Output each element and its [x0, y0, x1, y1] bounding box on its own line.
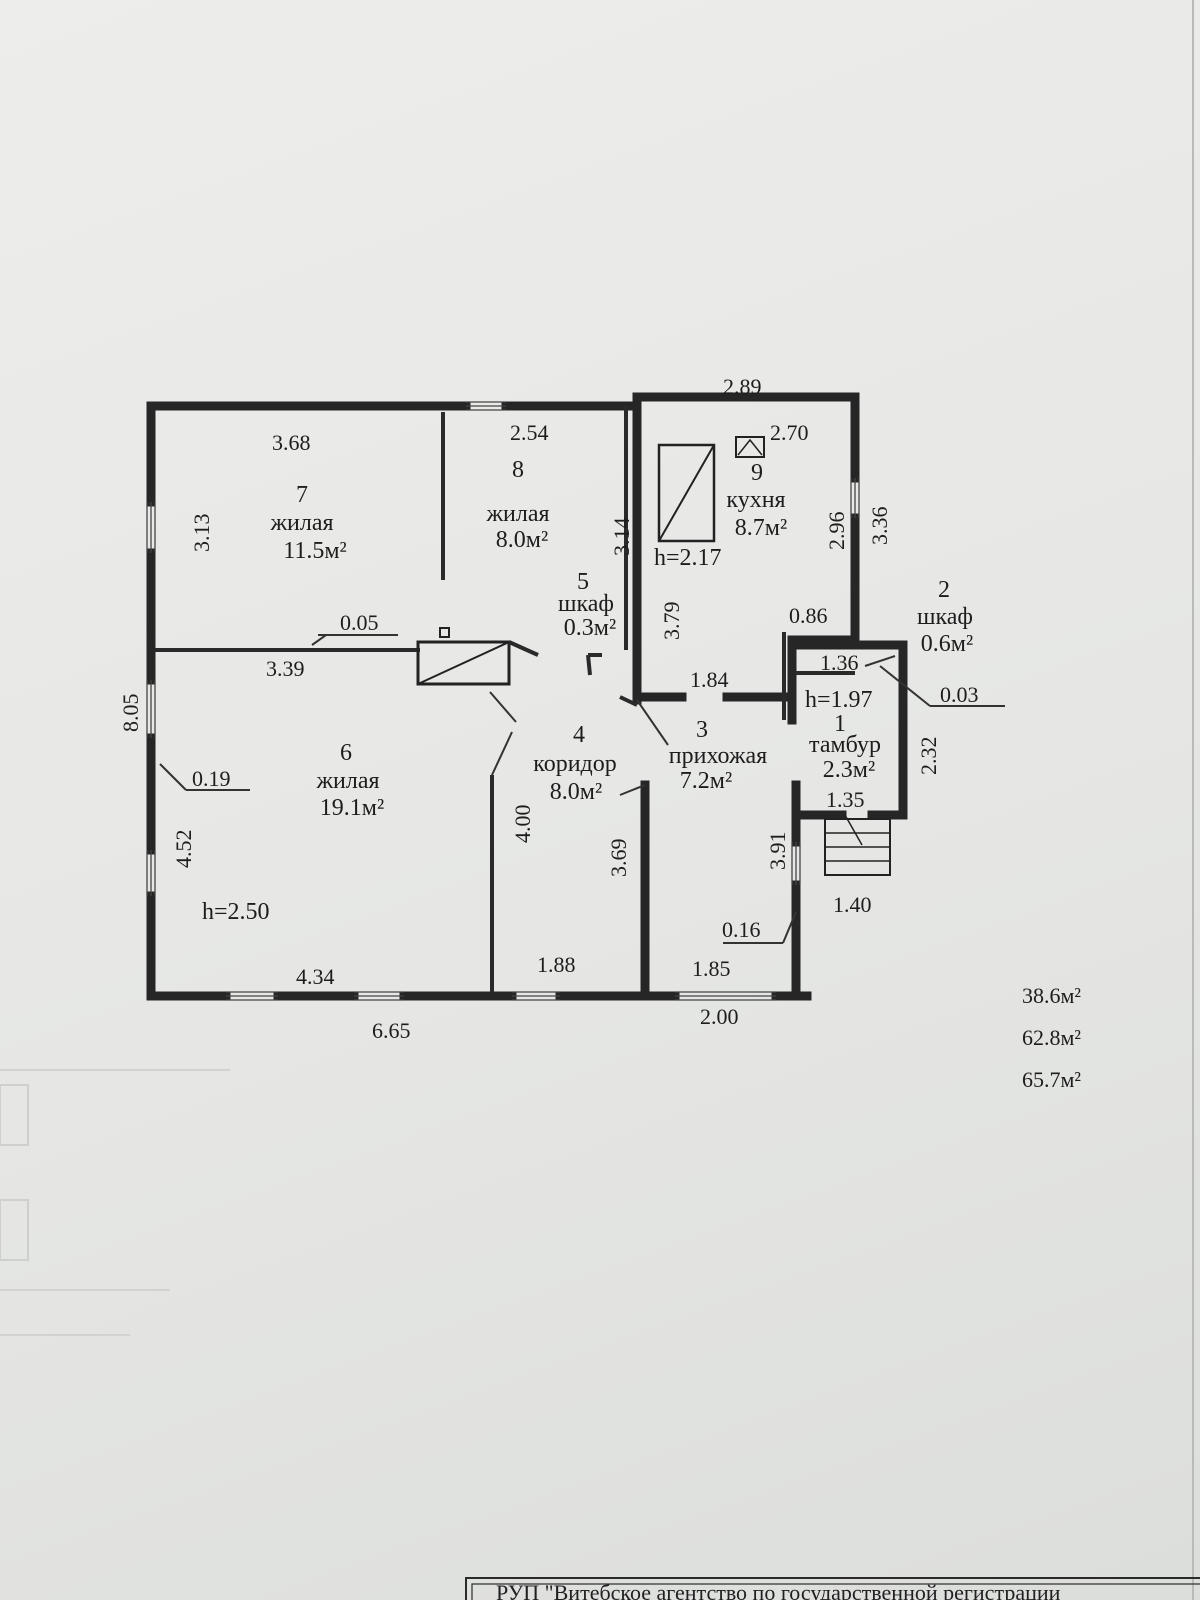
- room-6-name: жилая: [315, 768, 379, 794]
- height-kitchen: h=2.17: [654, 545, 722, 571]
- room-7: 7 жилая 11.5м²: [269, 482, 346, 564]
- room-1-name: тамбур: [809, 732, 881, 758]
- room-3-name: прихожая: [669, 743, 767, 769]
- dim-3-91: 3.91: [765, 832, 790, 871]
- room-1: 1 тамбур 2.3м²: [809, 711, 881, 783]
- room-4-number: 4: [573, 722, 585, 748]
- dim-1-84: 1.84: [690, 667, 729, 692]
- dim-3-13: 3.13: [189, 514, 214, 553]
- agency-stamp-box: РУП "Витебское агентство по государствен…: [465, 1577, 1200, 1600]
- room-6-number: 6: [340, 740, 352, 766]
- area-totals: 38.6м² 62.8м² 65.7м²: [1022, 983, 1081, 1092]
- room-5: 5 шкаф 0.3м²: [558, 569, 616, 641]
- dim-8-05: 8.05: [118, 694, 143, 733]
- dim-3-36: 3.36: [867, 507, 892, 546]
- dim-6-65: 6.65: [372, 1018, 411, 1043]
- total-living-area: 38.6м²: [1022, 983, 1081, 1008]
- dim-1-40: 1.40: [833, 892, 872, 917]
- dim-3-39: 3.39: [266, 656, 305, 681]
- room-2-name: шкаф: [917, 604, 973, 630]
- dim-1-36: 1.36: [820, 650, 859, 675]
- room-9-number: 9: [751, 460, 763, 486]
- room-7-area: 11.5м²: [283, 538, 347, 564]
- dim-2-89: 2.89: [723, 374, 762, 399]
- room-5-area: 0.3м²: [564, 615, 616, 641]
- room-4-name: коридор: [533, 751, 617, 777]
- dim-2-00: 2.00: [700, 1004, 739, 1029]
- windows: [146, 401, 860, 1001]
- dimension-labels: 2.89 3.68 2.54 2.70 3.13 3.14 2.96 3.36 …: [118, 374, 979, 1043]
- dim-0-05: 0.05: [340, 610, 379, 635]
- total-general-area: 62.8м²: [1022, 1025, 1081, 1050]
- room-7-name: жилая: [269, 510, 333, 536]
- room-9-area: 8.7м²: [735, 515, 787, 541]
- room-8-area: 8.0м²: [496, 527, 548, 553]
- dim-3-68: 3.68: [272, 430, 311, 455]
- dim-4-34: 4.34: [296, 964, 335, 989]
- room-4-area: 8.0м²: [550, 779, 602, 805]
- room-7-number: 7: [296, 482, 308, 508]
- dim-4-52: 4.52: [171, 830, 196, 869]
- dim-2-32: 2.32: [916, 737, 941, 776]
- dim-3-79: 3.79: [659, 602, 684, 641]
- dim-2-96: 2.96: [824, 512, 849, 551]
- room-1-number: 1: [834, 711, 846, 737]
- dim-0-19: 0.19: [192, 766, 231, 791]
- dim-1-85: 1.85: [692, 956, 731, 981]
- agency-name: РУП "Витебское агентство по государствен…: [496, 1580, 1061, 1600]
- outer-walls: [146, 392, 860, 1001]
- room-2-number: 2: [938, 577, 950, 603]
- dim-1-88: 1.88: [537, 952, 576, 977]
- dim-0-86: 0.86: [789, 603, 828, 628]
- room-5-name: шкаф: [558, 591, 614, 617]
- room-labels: 7 жилая 11.5м² 8 жилая 8.0м² 9 кухня 8.7…: [269, 457, 973, 821]
- total-full-area: 65.7м²: [1022, 1067, 1081, 1092]
- ceiling-heights: h=2.50 h=2.17 h=1.97: [202, 545, 873, 925]
- room-2-area: 0.6м²: [921, 631, 973, 657]
- height-tambur: h=1.97: [805, 687, 873, 713]
- room-8-number: 8: [512, 457, 524, 483]
- room-4: 4 коридор 8.0м²: [533, 722, 617, 805]
- page-edge-line: [1192, 0, 1194, 1600]
- dim-1-35: 1.35: [826, 787, 865, 812]
- room-5-number: 5: [577, 569, 589, 595]
- room-9-name: кухня: [726, 487, 785, 513]
- room-3: 3 прихожая 7.2м²: [669, 717, 767, 794]
- room-3-area: 7.2м²: [680, 768, 732, 794]
- dim-0-16: 0.16: [722, 917, 761, 942]
- room-8: 8 жилая 8.0м²: [485, 457, 549, 553]
- room-3-number: 3: [696, 717, 708, 743]
- leader-lines: [159, 634, 1005, 944]
- dim-2-54: 2.54: [510, 420, 549, 445]
- show-through-text: [0, 1069, 230, 1336]
- fixtures: [416, 436, 891, 876]
- interior-walls: [155, 401, 908, 1001]
- room-6-area: 19.1м²: [320, 795, 384, 821]
- dim-2-70: 2.70: [770, 420, 809, 445]
- dim-3-14: 3.14: [609, 518, 634, 557]
- room-1-area: 2.3м²: [823, 757, 875, 783]
- height-main: h=2.50: [202, 899, 270, 925]
- room-2: 2 шкаф 0.6м²: [917, 577, 973, 657]
- room-9: 9 кухня 8.7м²: [726, 460, 787, 541]
- dim-0-03: 0.03: [940, 682, 979, 707]
- room-6: 6 жилая 19.1м²: [315, 740, 384, 821]
- room-8-name: жилая: [485, 501, 549, 527]
- dim-3-69: 3.69: [606, 839, 631, 878]
- dim-4-00: 4.00: [510, 805, 535, 844]
